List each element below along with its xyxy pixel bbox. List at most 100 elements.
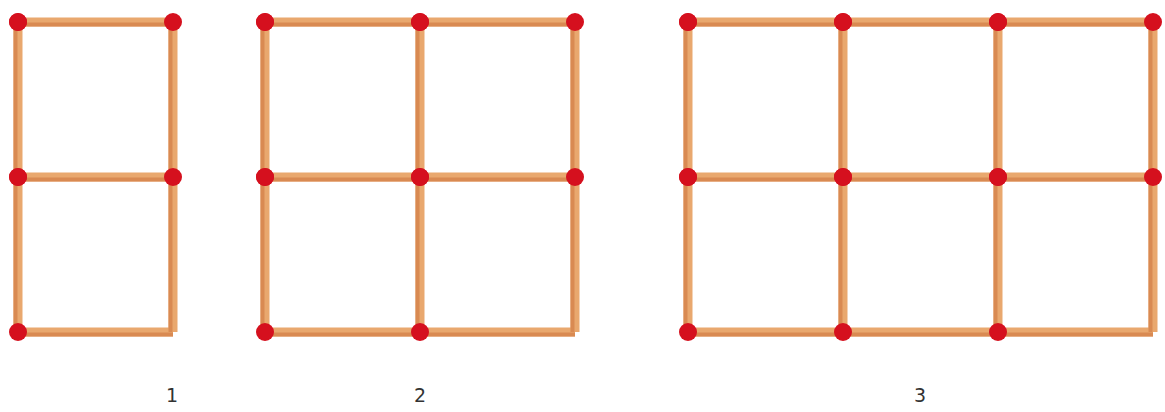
stick-body — [684, 22, 693, 177]
match-head — [9, 13, 27, 31]
stick-shade — [18, 23, 173, 27]
matchstick — [18, 18, 173, 27]
figure-number: 3 — [914, 384, 926, 406]
stick-body — [261, 22, 270, 177]
stick-body — [420, 328, 575, 337]
stick-shade — [994, 177, 998, 332]
stick-body — [169, 22, 178, 177]
match-head — [9, 168, 27, 186]
stick-shade — [265, 333, 420, 337]
matchstick — [14, 22, 23, 177]
match-head — [9, 323, 27, 341]
figure-number: 1 — [166, 384, 178, 406]
match-head — [679, 13, 697, 31]
stick-body — [688, 328, 843, 337]
matchstick — [684, 177, 693, 332]
match-head — [989, 323, 1007, 341]
match-head — [411, 168, 429, 186]
matchstick — [14, 177, 23, 332]
stick-body — [265, 18, 420, 27]
match-head — [989, 168, 1007, 186]
match-head — [834, 13, 852, 31]
match-head — [9, 168, 27, 186]
match-head — [9, 13, 27, 31]
matchstick — [261, 177, 270, 332]
stick-body — [994, 22, 1003, 177]
stick-body — [14, 177, 23, 332]
matchstick — [843, 173, 998, 182]
match-head — [989, 168, 1007, 186]
match-head — [566, 13, 584, 31]
matchstick — [416, 177, 425, 332]
match-head — [1144, 13, 1162, 31]
matchstick — [571, 22, 580, 177]
stick-shade — [14, 22, 18, 177]
stick-body — [839, 22, 848, 177]
match-head — [411, 13, 429, 31]
matchstick — [998, 328, 1153, 337]
matchstick — [843, 328, 998, 337]
matchstick — [1149, 22, 1158, 177]
stick-shade — [688, 333, 843, 337]
matchstick — [420, 173, 575, 182]
match-head — [256, 168, 274, 186]
matchstick — [688, 18, 843, 27]
matchstick — [994, 22, 1003, 177]
match-head — [989, 13, 1007, 31]
stick-body — [998, 18, 1153, 27]
stick-body — [998, 173, 1153, 182]
stick-shade — [265, 178, 420, 182]
matchstick — [571, 177, 580, 332]
stick-shade — [571, 22, 575, 177]
matchstick — [261, 22, 270, 177]
stick-shade — [416, 177, 420, 332]
stick-body — [571, 22, 580, 177]
stick-body — [994, 177, 1003, 332]
match-head — [256, 168, 274, 186]
matchsticks — [14, 18, 1158, 337]
match-head — [679, 168, 697, 186]
match-head — [164, 168, 182, 186]
matchstick — [998, 18, 1153, 27]
matchstick — [839, 22, 848, 177]
match-head — [411, 13, 429, 31]
matchstick — [18, 328, 173, 337]
stick-shade — [998, 23, 1153, 27]
match-head — [164, 13, 182, 31]
stick-shade — [839, 177, 843, 332]
stick-shade — [843, 333, 998, 337]
stick-shade — [688, 23, 843, 27]
stick-shade — [843, 178, 998, 182]
match-head — [256, 13, 274, 31]
stick-shade — [18, 333, 173, 337]
match-head — [834, 168, 852, 186]
stick-shade — [18, 178, 173, 182]
stick-shade — [1149, 177, 1153, 332]
stick-shade — [684, 177, 688, 332]
match-head — [834, 168, 852, 186]
stick-body — [1149, 22, 1158, 177]
match-head — [989, 13, 1007, 31]
match-head — [256, 323, 274, 341]
stick-shade — [169, 177, 173, 332]
match-head — [411, 168, 429, 186]
match-head — [834, 13, 852, 31]
stick-shade — [420, 178, 575, 182]
match-head — [679, 323, 697, 341]
stick-shade — [839, 22, 843, 177]
stick-shade — [265, 23, 420, 27]
stick-body — [839, 177, 848, 332]
stick-shade — [571, 177, 575, 332]
stick-body — [420, 18, 575, 27]
match-head — [1144, 168, 1162, 186]
stick-shade — [843, 23, 998, 27]
stick-body — [1149, 177, 1158, 332]
stick-shade — [169, 22, 173, 177]
stick-body — [688, 18, 843, 27]
stick-body — [18, 173, 173, 182]
match-head — [256, 13, 274, 31]
match-head — [679, 168, 697, 186]
match-heads — [9, 13, 1162, 341]
stick-body — [18, 18, 173, 27]
